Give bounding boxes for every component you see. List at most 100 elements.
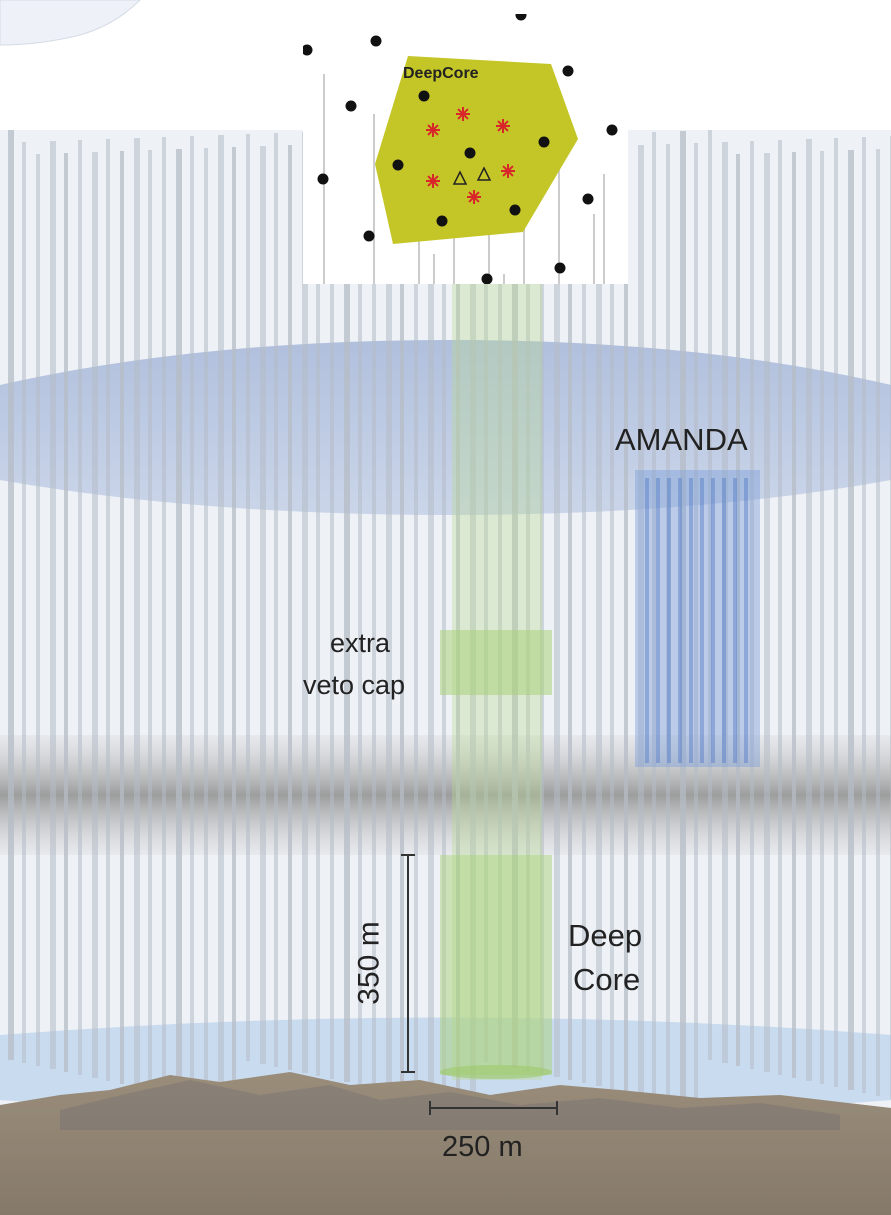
inset-title: DeepCore bbox=[403, 65, 479, 82]
amanda-string bbox=[678, 478, 682, 763]
string-line bbox=[148, 150, 152, 1090]
string-line bbox=[288, 145, 292, 1070]
veto-cap-label-line2: veto cap bbox=[303, 670, 406, 700]
inset-string bbox=[433, 254, 435, 284]
inset-dot bbox=[509, 204, 521, 216]
string-line bbox=[358, 130, 362, 1085]
bedrock bbox=[0, 1072, 891, 1215]
string-line bbox=[806, 139, 812, 1081]
string-line bbox=[876, 149, 880, 1096]
inset-dot bbox=[345, 100, 357, 112]
string-line bbox=[302, 132, 308, 1073]
amanda-string bbox=[689, 478, 693, 763]
inset-dot bbox=[464, 147, 476, 159]
string-line bbox=[862, 137, 866, 1093]
string-line bbox=[400, 141, 404, 1094]
deepcore-label-line1: Deep bbox=[568, 918, 643, 953]
inset-dot bbox=[554, 262, 566, 274]
string-line bbox=[764, 153, 770, 1072]
amanda-strings bbox=[645, 478, 748, 763]
string-line bbox=[134, 138, 140, 1087]
string-line bbox=[708, 130, 712, 1060]
string-line bbox=[540, 136, 544, 1074]
string-line bbox=[36, 154, 40, 1066]
inset-triangle bbox=[452, 170, 468, 185]
inset-dot bbox=[363, 230, 375, 242]
string-line bbox=[414, 153, 418, 1097]
height-scale-bar bbox=[401, 854, 415, 1073]
inset-string bbox=[558, 164, 560, 284]
string-line bbox=[232, 147, 236, 1108]
string-line bbox=[204, 148, 208, 1102]
amanda-string bbox=[645, 478, 649, 763]
string-line bbox=[820, 151, 824, 1084]
inset-dot bbox=[582, 193, 594, 205]
string-line bbox=[120, 151, 124, 1084]
string-line bbox=[554, 148, 560, 1077]
inset-triangle bbox=[476, 166, 492, 181]
inset-string bbox=[523, 179, 525, 284]
string-line bbox=[834, 138, 838, 1087]
string-line bbox=[750, 141, 754, 1069]
inset-star-stroke bbox=[427, 175, 439, 187]
inset-dot bbox=[370, 35, 382, 47]
inset-string bbox=[373, 114, 375, 284]
inset-dot bbox=[418, 90, 430, 102]
string-line bbox=[274, 133, 278, 1067]
corner-ice-decoration bbox=[0, 0, 141, 46]
inset-star-stroke bbox=[427, 124, 439, 136]
string-line bbox=[484, 138, 488, 1062]
string-line bbox=[428, 140, 434, 1100]
inset-dot bbox=[317, 173, 329, 185]
string-line bbox=[792, 152, 796, 1078]
string-line bbox=[162, 137, 166, 1093]
string-line bbox=[64, 153, 68, 1072]
string-line bbox=[92, 152, 98, 1078]
string-line bbox=[736, 154, 740, 1066]
inset-triangles bbox=[452, 166, 492, 185]
string-line bbox=[778, 140, 782, 1075]
amanda-string bbox=[711, 478, 715, 763]
string-line bbox=[610, 146, 614, 1089]
bedrock-shadow bbox=[60, 1080, 840, 1130]
string-line bbox=[386, 154, 392, 1091]
string-line bbox=[442, 152, 446, 1103]
amanda-string bbox=[700, 478, 704, 763]
amanda-string bbox=[656, 478, 660, 763]
string-line bbox=[638, 145, 644, 1095]
string-line bbox=[218, 135, 224, 1105]
string-line bbox=[568, 135, 572, 1080]
inset-dots bbox=[303, 14, 618, 284]
string-line bbox=[8, 130, 14, 1060]
width-scale-bar bbox=[429, 1101, 558, 1115]
inset-star bbox=[426, 123, 440, 137]
string-line bbox=[596, 134, 602, 1086]
inset-string bbox=[603, 174, 605, 284]
inset-star bbox=[496, 119, 510, 133]
inset-stars bbox=[426, 107, 515, 204]
string-line bbox=[22, 142, 26, 1063]
string-line bbox=[316, 144, 320, 1076]
amanda-label: AMANDA bbox=[615, 422, 748, 457]
inset-dot bbox=[562, 65, 574, 77]
string-line bbox=[50, 141, 56, 1069]
inset-star bbox=[467, 190, 481, 204]
deepcore-cylinder-bottom bbox=[440, 1065, 552, 1079]
inset-star-stroke bbox=[457, 108, 469, 120]
string-line bbox=[582, 147, 586, 1083]
inset-star bbox=[501, 164, 515, 178]
inset-dot bbox=[606, 124, 618, 136]
inset-dot bbox=[481, 273, 493, 284]
inset-dot bbox=[538, 136, 550, 148]
string-line bbox=[330, 131, 334, 1079]
inset-dot bbox=[392, 159, 404, 171]
string-line bbox=[344, 143, 350, 1082]
amanda-string bbox=[733, 478, 737, 763]
string-line bbox=[246, 134, 250, 1061]
string-line bbox=[512, 137, 518, 1068]
inset-string bbox=[503, 274, 505, 284]
string-line bbox=[526, 149, 530, 1071]
inset-star-stroke bbox=[497, 120, 509, 132]
string-line bbox=[498, 150, 502, 1065]
